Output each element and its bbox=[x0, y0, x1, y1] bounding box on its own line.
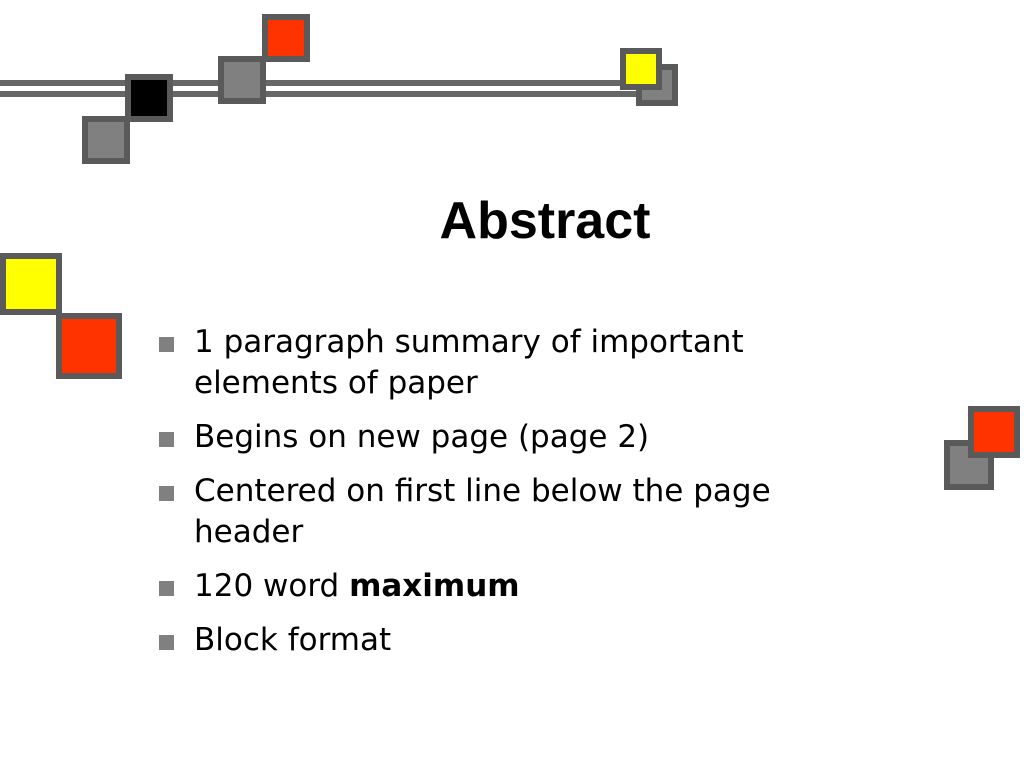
decor-square-red bbox=[262, 14, 310, 62]
bullet-text: Block format bbox=[194, 622, 392, 658]
bullet-square-icon bbox=[159, 581, 174, 596]
bullet-text: 120 word bbox=[194, 568, 350, 604]
bullet-square-icon bbox=[159, 486, 174, 501]
decor-square-red bbox=[56, 313, 122, 379]
slide-title: Abstract bbox=[439, 192, 651, 250]
bullet-square-icon bbox=[159, 635, 174, 650]
decor-square-gray bbox=[218, 56, 266, 104]
bullet-square-icon bbox=[159, 432, 174, 447]
decor-square-red bbox=[968, 406, 1020, 458]
bullet-text: 1 paragraph summary of important element… bbox=[194, 324, 744, 401]
decor-square-gray bbox=[82, 116, 130, 164]
decor-square-black bbox=[125, 74, 173, 122]
bullet-bold-text: maximum bbox=[349, 568, 520, 604]
list-item: 120 word maximum bbox=[158, 566, 858, 607]
bullet-list: 1 paragraph summary of important element… bbox=[158, 322, 858, 674]
decor-line-top-2 bbox=[0, 91, 660, 97]
decor-line-top bbox=[0, 80, 660, 86]
list-item: 1 paragraph summary of important element… bbox=[158, 322, 858, 404]
bullet-text: Begins on new page (page 2) bbox=[194, 419, 650, 455]
decor-square-yellow bbox=[620, 48, 662, 90]
bullet-text: Centered on first line below the page he… bbox=[194, 473, 771, 550]
list-item: Begins on new page (page 2) bbox=[158, 417, 858, 458]
decor-square-yellow bbox=[0, 253, 62, 315]
bullet-square-icon bbox=[159, 337, 174, 352]
list-item: Centered on first line below the page he… bbox=[158, 471, 858, 553]
list-item: Block format bbox=[158, 620, 858, 661]
